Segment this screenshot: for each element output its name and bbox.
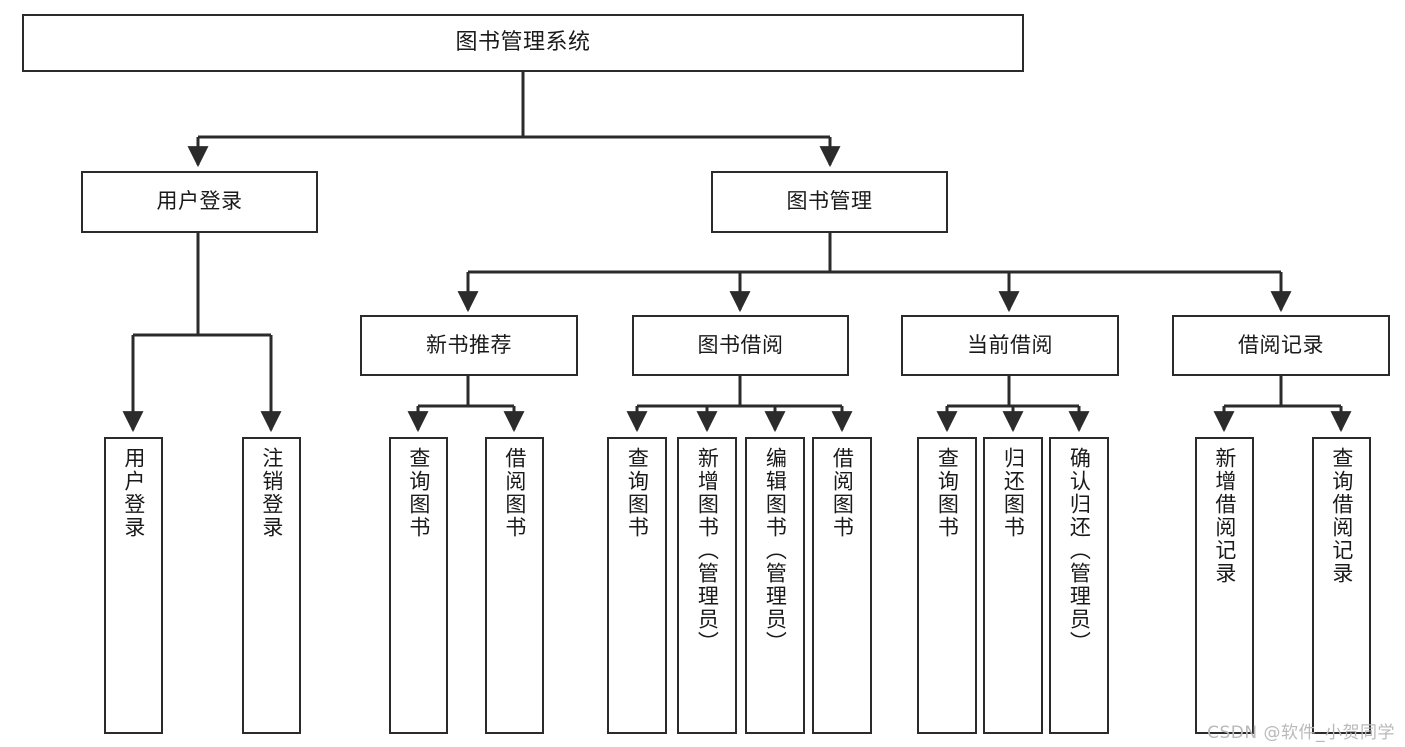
leaf-confirm-return-admin-label: 确认归还（管理员） (1067, 447, 1092, 654)
leaf-edit-book-admin-label: 编辑图书（管理员） (763, 447, 788, 654)
node-root[interactable]: 图书管理系统 (22, 14, 1024, 72)
leaf-user-login[interactable]: 用户登录 (104, 437, 163, 734)
leaf-query-book-2-label: 查询图书 (625, 447, 650, 539)
leaf-edit-book-admin[interactable]: 编辑图书（管理员） (745, 437, 805, 734)
leaf-add-book-admin-label: 新增图书（管理员） (695, 447, 720, 654)
leaf-query-book-3[interactable]: 查询图书 (917, 437, 977, 734)
node-book-management[interactable]: 图书管理 (711, 171, 948, 233)
leaf-query-borrow-record[interactable]: 查询借阅记录 (1312, 437, 1371, 734)
leaf-borrow-book-2[interactable]: 借阅图书 (812, 437, 872, 734)
leaf-logout-login[interactable]: 注销登录 (242, 437, 301, 734)
node-new-book-recommend[interactable]: 新书推荐 (360, 315, 578, 376)
leaf-confirm-return-admin[interactable]: 确认归还（管理员） (1049, 437, 1109, 734)
node-current-borrow[interactable]: 当前借阅 (901, 315, 1119, 376)
leaf-add-book-admin[interactable]: 新增图书（管理员） (677, 437, 737, 734)
leaf-borrow-book-2-label: 借阅图书 (830, 447, 855, 539)
node-borrow-record-label: 借阅记录 (1238, 332, 1324, 357)
leaf-query-book-1-label: 查询图书 (406, 447, 431, 539)
node-root-label: 图书管理系统 (455, 29, 591, 55)
node-new-book-recommend-label: 新书推荐 (426, 332, 512, 357)
node-current-borrow-label: 当前借阅 (967, 332, 1053, 357)
node-user-login[interactable]: 用户登录 (81, 171, 318, 233)
node-book-borrow-label: 图书借阅 (697, 332, 784, 357)
watermark: CSDN @软件_小贺同学 (1207, 723, 1395, 743)
leaf-user-login-label: 用户登录 (121, 447, 146, 539)
leaf-add-borrow-record[interactable]: 新增借阅记录 (1195, 437, 1254, 734)
leaf-borrow-book-1-label: 借阅图书 (502, 447, 527, 539)
leaf-query-book-2[interactable]: 查询图书 (607, 437, 667, 734)
node-book-borrow[interactable]: 图书借阅 (632, 315, 849, 376)
leaf-query-book-1[interactable]: 查询图书 (389, 437, 448, 734)
leaf-return-book[interactable]: 归还图书 (983, 437, 1043, 734)
node-book-management-label: 图书管理 (786, 189, 873, 214)
leaf-add-borrow-record-label: 新增借阅记录 (1212, 447, 1237, 585)
node-user-login-label: 用户登录 (156, 189, 243, 214)
leaf-query-borrow-record-label: 查询借阅记录 (1329, 447, 1354, 585)
leaf-borrow-book-1[interactable]: 借阅图书 (485, 437, 544, 734)
leaf-query-book-3-label: 查询图书 (935, 447, 960, 539)
leaf-return-book-label: 归还图书 (1001, 447, 1026, 539)
leaf-logout-login-label: 注销登录 (259, 447, 284, 539)
node-borrow-record[interactable]: 借阅记录 (1172, 315, 1390, 376)
